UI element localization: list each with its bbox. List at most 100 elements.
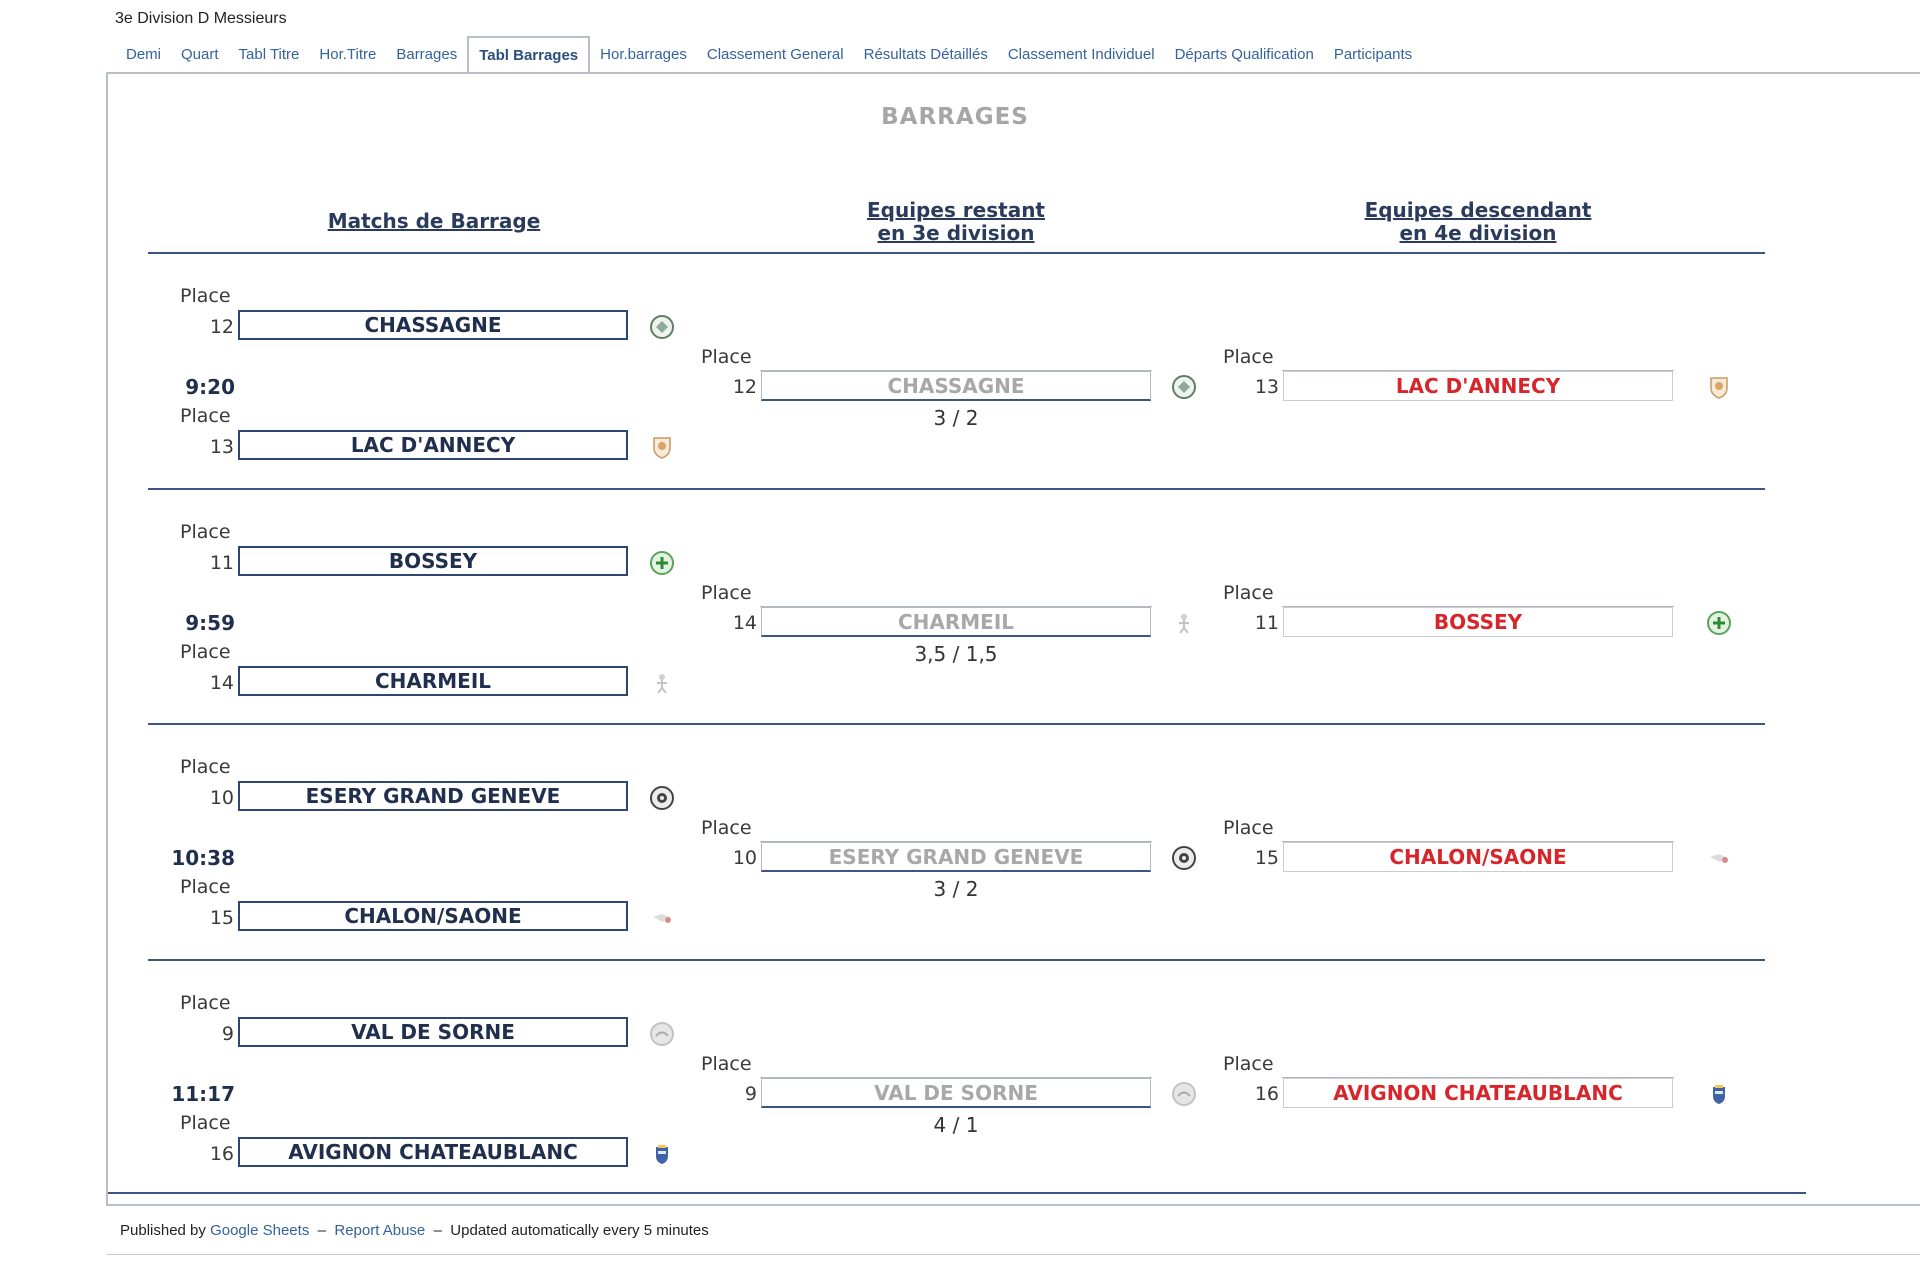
cell-border [1282, 606, 1674, 607]
team-b-place: 16 [209, 1143, 234, 1165]
tab-departs-qualification[interactable]: Départs Qualification [1174, 46, 1314, 63]
stay-place: 9 [744, 1083, 757, 1105]
place-label: Place [701, 582, 752, 604]
tab-participants[interactable]: Participants [1333, 46, 1413, 63]
down-place: 13 [1254, 376, 1279, 398]
header-down: Equipes descendant en 4e division [1283, 199, 1673, 245]
team-a-place: 12 [209, 316, 234, 338]
match-time: 10:38 [171, 846, 235, 870]
tab-tabl-barrages[interactable]: Tabl Barrages [467, 36, 591, 74]
stay-place: 10 [732, 847, 757, 869]
team-b-box: CHARMEIL [238, 666, 628, 696]
chalon-logo-icon [1706, 845, 1732, 871]
stay-team-box: ESERY GRAND GENEVE [761, 842, 1151, 872]
footer-update-note: Updated automatically every 5 minutes [450, 1222, 709, 1239]
down-team-box: CHALON/SAONE [1283, 842, 1673, 872]
document-title: 3e Division D Messieurs [115, 10, 287, 27]
cell-border [760, 606, 1152, 607]
tab-hor-barrages[interactable]: Hor.barrages [600, 46, 687, 63]
header-matches: Matchs de Barrage [327, 209, 541, 233]
down-team-box: BOSSEY [1283, 607, 1673, 637]
bossey-logo-icon [1706, 610, 1732, 636]
cell-border [1282, 370, 1674, 371]
down-place: 16 [1254, 1083, 1279, 1105]
tab-hor-titre[interactable]: Hor.Titre [319, 46, 377, 63]
bossey-logo-icon [649, 550, 675, 576]
footer-separator: – [317, 1222, 327, 1239]
team-b-box: CHALON/SAONE [238, 901, 628, 931]
place-label: Place [1223, 1053, 1274, 1075]
team-b-place: 15 [209, 907, 234, 929]
google-sheets-link[interactable]: Google Sheets [210, 1222, 310, 1239]
tab-classement-individuel[interactable]: Classement Individuel [1007, 46, 1155, 63]
sheet-title: BARRAGES [881, 104, 1029, 130]
team-a-place: 9 [221, 1023, 234, 1045]
sheet-tabs: Demi Quart Tabl Titre Hor.Titre Barrages… [116, 36, 1422, 74]
footer: Published by Google Sheets – Report Abus… [120, 1222, 709, 1239]
stay-place: 12 [732, 376, 757, 398]
footer-line [106, 1254, 1920, 1255]
charmeil-logo-icon [649, 670, 675, 696]
cell-border [760, 1077, 1152, 1078]
match-time: 9:59 [185, 611, 235, 635]
place-label: Place [701, 1053, 752, 1075]
avignon-logo-icon [1706, 1081, 1732, 1107]
tab-demi[interactable]: Demi [126, 46, 162, 63]
team-a-box: ESERY GRAND GENEVE [238, 781, 628, 811]
table-bottom-line [108, 1192, 1806, 1194]
team-b-place: 13 [209, 436, 234, 458]
place-label: Place [180, 876, 231, 898]
tab-resultats-detailles[interactable]: Résultats Détaillés [863, 46, 988, 63]
match-time: 11:17 [171, 1082, 235, 1106]
charmeil-logo-icon [1171, 610, 1197, 636]
stay-place: 14 [732, 612, 757, 634]
place-label: Place [180, 641, 231, 663]
val-de-sorne-logo-icon [1171, 1081, 1197, 1107]
footer-published-by: Published by [120, 1222, 206, 1239]
val-de-sorne-logo-icon [649, 1021, 675, 1047]
match-score: 3 / 2 [933, 406, 979, 430]
header-stay-line2: en 3e division [877, 221, 1035, 245]
down-place: 11 [1254, 612, 1279, 634]
separator-line [148, 252, 1765, 254]
match-score: 4 / 1 [933, 1113, 979, 1137]
footer-separator: – [433, 1222, 442, 1239]
header-down-line1: Equipes descendant [1364, 198, 1592, 222]
esery-logo-icon [1171, 845, 1197, 871]
team-a-place: 11 [209, 552, 234, 574]
place-label: Place [1223, 346, 1274, 368]
down-place: 15 [1254, 847, 1279, 869]
cell-border [1282, 841, 1674, 842]
place-label: Place [701, 817, 752, 839]
tab-tabl-titre[interactable]: Tabl Titre [238, 46, 300, 63]
tab-barrages[interactable]: Barrages [396, 46, 458, 63]
stay-team-box: VAL DE SORNE [761, 1078, 1151, 1108]
down-team-box: AVIGNON CHATEAUBLANC [1283, 1078, 1673, 1108]
place-label: Place [180, 405, 231, 427]
avignon-logo-icon [649, 1141, 675, 1167]
team-b-box: AVIGNON CHATEAUBLANC [238, 1137, 628, 1167]
report-abuse-link[interactable]: Report Abuse [334, 1222, 426, 1239]
place-label: Place [180, 992, 231, 1014]
separator-line [148, 723, 1765, 725]
match-time: 9:20 [185, 375, 235, 399]
annecy-logo-icon [1706, 374, 1732, 400]
cell-border [1282, 1077, 1674, 1078]
team-a-place: 10 [209, 787, 234, 809]
cell-border [760, 370, 1152, 371]
team-a-box: BOSSEY [238, 546, 628, 576]
separator-line [148, 488, 1765, 490]
annecy-logo-icon [649, 434, 675, 460]
place-label: Place [701, 346, 752, 368]
place-label: Place [180, 756, 231, 778]
team-a-box: VAL DE SORNE [238, 1017, 628, 1047]
team-a-box: CHASSAGNE [238, 310, 628, 340]
tab-classement-general[interactable]: Classement General [706, 46, 844, 63]
tab-quart[interactable]: Quart [181, 46, 219, 63]
place-label: Place [1223, 582, 1274, 604]
header-down-line2: en 4e division [1399, 221, 1557, 245]
header-stay: Equipes restant en 3e division [761, 199, 1151, 245]
chassagne-logo-icon [1171, 374, 1197, 400]
down-team-box: LAC D'ANNECY [1283, 371, 1673, 401]
place-label: Place [1223, 817, 1274, 839]
